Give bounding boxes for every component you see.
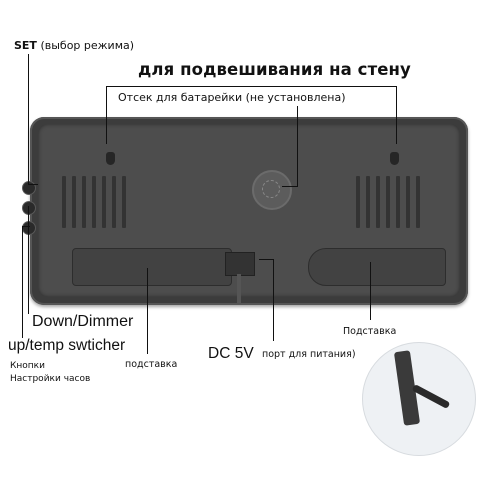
vent-slot (416, 176, 420, 228)
leader-battery (297, 106, 298, 186)
stand-inset-image (362, 342, 476, 456)
vent-slot (386, 176, 390, 228)
set-label: SET (выбор режима) (14, 40, 134, 51)
wall-mount-title: для подвешивания на стену (138, 60, 411, 79)
wall-hook-right (390, 152, 399, 165)
battery-cover-screw-icon (262, 180, 280, 198)
vent-slot (396, 176, 400, 228)
wall-hook-left (106, 152, 115, 165)
leader-stand-left (147, 268, 148, 354)
vent-slot (92, 176, 96, 228)
vent-slot (112, 176, 116, 228)
vent-slot (376, 176, 380, 228)
set-key: SET (14, 39, 37, 52)
up-temp-button[interactable] (22, 221, 36, 235)
leader-up-tick (22, 226, 30, 227)
leader-dc-tick (259, 259, 273, 260)
vent-slot (72, 176, 76, 228)
leader-hooks (106, 86, 396, 87)
cable-icon (237, 274, 241, 304)
leader-battery-tick (282, 186, 298, 187)
leader-hook-left (106, 86, 107, 144)
vent-slot (82, 176, 86, 228)
dc-label: DC 5V (208, 345, 254, 362)
vent-slot (356, 176, 360, 228)
battery-cover-icon (252, 170, 292, 210)
stand-right (308, 248, 446, 286)
clock-back-panel (22, 117, 468, 305)
vent-slot (62, 176, 66, 228)
battery-compartment-label: Отсек для батарейки (не установлена) (118, 91, 346, 104)
stand-left (72, 248, 232, 286)
clock-back-inner (38, 124, 460, 304)
dc-port-icon (225, 252, 255, 276)
vent-slot (102, 176, 106, 228)
up-temp-label: up/temp swticher (8, 337, 126, 354)
vent-slot (406, 176, 410, 228)
vent-slot (366, 176, 370, 228)
clock-settings-label: Настройки часов (10, 374, 91, 384)
stand-right-label: Подставка (343, 326, 397, 337)
leader-stand-right (370, 262, 371, 320)
stand-left-label: подставка (125, 359, 178, 370)
leader-up (22, 226, 23, 338)
down-dimmer-label: Down/Dimmer (32, 313, 134, 330)
power-port-label: порт для питания) (262, 349, 356, 360)
set-description: (выбор режима) (36, 39, 135, 52)
vent-slot (122, 176, 126, 228)
leader-dc (273, 259, 274, 341)
down-dimmer-button[interactable] (22, 201, 36, 215)
leader-set-tick (28, 184, 38, 185)
leader-hook-right (396, 86, 397, 144)
leader-set (28, 54, 29, 184)
buttons-label: Кнопки (10, 361, 45, 371)
leader-down (28, 206, 29, 314)
